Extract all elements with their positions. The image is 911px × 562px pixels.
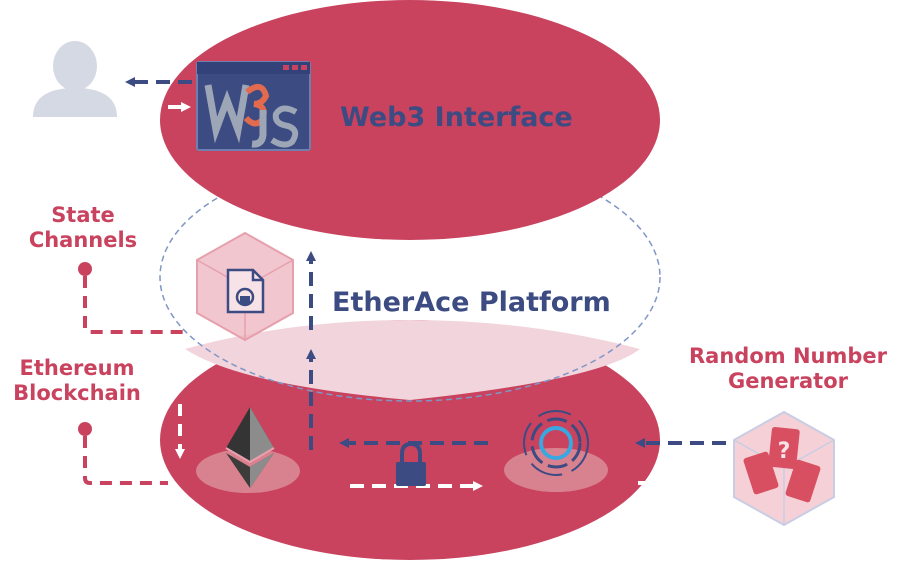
state-channels-connector (83, 276, 185, 334)
ethereum-blockchain-dot (78, 422, 92, 436)
ethereum-blockchain-connector (83, 436, 168, 485)
playing-cards-icon: ? (733, 410, 835, 527)
ethereum-blockchain-label: Ethereum Blockchain (13, 356, 141, 406)
ring-node-icon (504, 410, 608, 492)
user-icon (33, 41, 117, 117)
etherace-platform-title: EtherAce Platform (332, 287, 611, 318)
state-channels-dot (78, 262, 92, 276)
web3-layer-ellipse (160, 0, 660, 240)
locked-document-icon (196, 231, 294, 342)
web3-interface-title: Web3 Interface (340, 102, 573, 133)
padlock-icon (396, 441, 426, 486)
state-channels-label: State Channels (28, 203, 138, 253)
platform-layer-ellipse (159, 152, 661, 402)
platform-overlap-region (185, 320, 640, 400)
web3js-logo (196, 61, 311, 151)
random-number-generator-label: Random Number Generator (689, 344, 887, 394)
svg-text:?: ? (778, 439, 791, 464)
ethereum-node (196, 407, 300, 493)
